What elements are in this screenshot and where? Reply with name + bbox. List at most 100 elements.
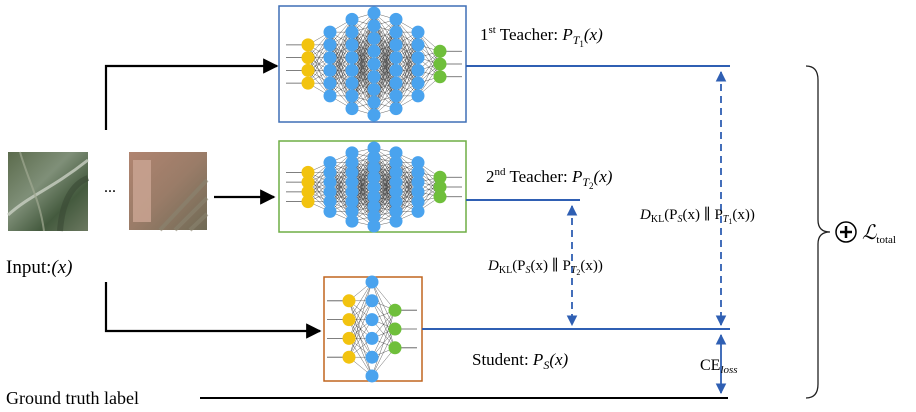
input-ellipsis: ... — [104, 179, 116, 196]
nn-edge — [329, 57, 353, 96]
nn-hidden-node — [323, 165, 337, 179]
nn-hidden-node — [411, 204, 425, 218]
nn-hidden-node — [389, 89, 403, 103]
nn-hidden-node — [411, 38, 425, 52]
nn-hidden-node — [323, 89, 337, 103]
nn-hidden-node — [367, 108, 381, 122]
nn-hidden-node — [411, 165, 425, 179]
nn-hidden-node — [345, 25, 359, 39]
nn-hidden-node — [367, 161, 381, 174]
nn-hidden-node — [411, 175, 425, 189]
nn-hidden-node — [345, 102, 359, 116]
arrow-to-student — [104, 282, 322, 339]
nn-hidden-node — [345, 63, 359, 77]
teacher2-label: 2nd Teacher: PT2(x) — [486, 166, 613, 191]
nn-hidden-node — [411, 25, 425, 39]
nn-hidden-node — [411, 195, 425, 209]
nn-edge — [307, 44, 331, 84]
nn-hidden-node — [367, 19, 381, 33]
nn-hidden-node — [411, 156, 425, 170]
nn-hidden-node — [365, 313, 379, 327]
nn-hidden-node — [367, 200, 381, 213]
student-label: Student: PS(x) — [472, 350, 569, 372]
nn-output-node — [433, 170, 447, 184]
nn-hidden-node — [323, 195, 337, 209]
nn-output-node — [433, 180, 447, 194]
nn-output-node — [388, 322, 402, 336]
nn-hidden-node — [323, 63, 337, 77]
nn-edge — [348, 281, 373, 339]
nn-input-node — [301, 175, 315, 189]
nn-output-node — [433, 57, 447, 71]
nn-edge — [371, 310, 396, 377]
nn-hidden-node — [367, 95, 381, 109]
nn-hidden-node — [389, 51, 403, 65]
nn-input-node — [342, 350, 356, 364]
nn-output-node — [433, 190, 447, 204]
nn-edge — [371, 328, 396, 377]
nn-hidden-node — [323, 156, 337, 170]
nn-edge — [371, 310, 396, 358]
teacher2-network — [286, 141, 462, 233]
teacher1-label: 1st Teacher: PT1(x) — [480, 24, 603, 49]
nn-hidden-node — [389, 146, 403, 160]
nn-hidden-node — [389, 102, 403, 116]
nn-hidden-node — [367, 170, 381, 184]
nn-input-node — [301, 185, 315, 199]
nn-hidden-node — [367, 83, 381, 96]
nn-hidden-node — [323, 185, 337, 199]
nn-edge — [348, 281, 373, 320]
nn-hidden-node — [411, 89, 425, 103]
input-image-1 — [6, 151, 90, 232]
sum-plus-icon — [835, 221, 857, 243]
nn-hidden-node — [389, 185, 403, 199]
nn-hidden-node — [345, 185, 359, 199]
input-image-2 — [129, 152, 209, 232]
nn-output-node — [388, 341, 402, 355]
nn-hidden-node — [345, 165, 359, 179]
nn-edge — [329, 19, 353, 58]
nn-input-node — [301, 76, 315, 90]
nn-hidden-node — [323, 51, 337, 65]
nn-hidden-node — [389, 195, 403, 209]
nn-hidden-node — [367, 219, 381, 233]
nn-hidden-node — [389, 175, 403, 189]
nn-hidden-node — [411, 76, 425, 90]
nn-hidden-node — [389, 214, 403, 228]
nn-hidden-node — [323, 204, 337, 218]
kl-teacher1-label: DKL(PS(x) ∥ PT1(x)) — [639, 206, 755, 226]
nn-hidden-node — [367, 141, 381, 155]
nn-input-node — [342, 331, 356, 345]
nn-edge — [307, 32, 331, 71]
nn-hidden-node — [323, 76, 337, 90]
nn-input-node — [301, 165, 315, 179]
nn-hidden-node — [345, 76, 359, 90]
nn-edge — [348, 281, 373, 358]
nn-edge — [395, 70, 419, 109]
nn-hidden-node — [345, 204, 359, 218]
kl-teacher2-label: DKL(PS(x) ∥ PT2(x)) — [487, 257, 603, 277]
nn-hidden-node — [389, 63, 403, 77]
nn-hidden-node — [367, 57, 381, 71]
ground-truth-label: Ground truth label — [6, 388, 139, 408]
nn-hidden-node — [367, 70, 381, 84]
nn-hidden-node — [365, 294, 379, 308]
nn-edge — [348, 300, 373, 358]
nn-hidden-node — [323, 38, 337, 52]
arrow-to-teacher1 — [104, 58, 279, 130]
nn-output-node — [433, 44, 447, 58]
nn-hidden-node — [389, 25, 403, 39]
nn-hidden-node — [365, 275, 379, 289]
ce-loss-label: CEloss — [700, 357, 738, 376]
nn-hidden-node — [365, 331, 379, 345]
nn-hidden-node — [345, 146, 359, 160]
nn-hidden-node — [389, 204, 403, 218]
nn-hidden-node — [345, 195, 359, 209]
nn-hidden-node — [367, 190, 381, 204]
nn-hidden-node — [389, 76, 403, 90]
nn-hidden-node — [345, 175, 359, 189]
nn-hidden-node — [389, 12, 403, 26]
nn-hidden-node — [345, 12, 359, 26]
nn-input-node — [342, 313, 356, 327]
